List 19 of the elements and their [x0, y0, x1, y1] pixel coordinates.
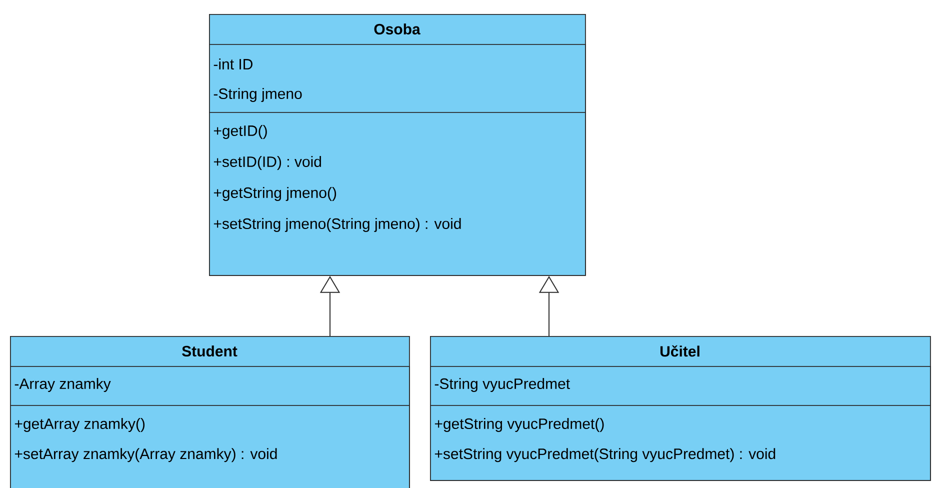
class-name: Učitel	[660, 345, 700, 357]
class-name: Osoba	[374, 24, 420, 34]
class-member: +setString vyucPredmet(String vyucPredmet) : void	[434, 448, 776, 462]
class-member: +setArray znamky(Array znamky) : void	[14, 448, 277, 462]
class-member: +getID()	[214, 125, 267, 139]
class-name: Student	[182, 346, 238, 356]
class-member: +setID(ID) : void	[214, 156, 321, 170]
class-member: +getString jmeno()	[214, 187, 336, 201]
class-member: -int ID	[214, 58, 252, 70]
compartment-box	[430, 366, 931, 406]
class-member: +getString vyucPredmet()	[434, 418, 604, 432]
class-member: -Array znamky	[14, 378, 111, 392]
class-member: +setString jmeno(String jmeno) : void	[214, 218, 461, 232]
class-member: -String jmeno	[214, 88, 302, 102]
compartment-box	[209, 44, 586, 113]
class-member: -String vyucPredmet	[434, 378, 570, 392]
compartment-box	[430, 405, 931, 481]
compartment-box	[10, 366, 410, 406]
class-member: +getArray znamky()	[14, 418, 145, 432]
